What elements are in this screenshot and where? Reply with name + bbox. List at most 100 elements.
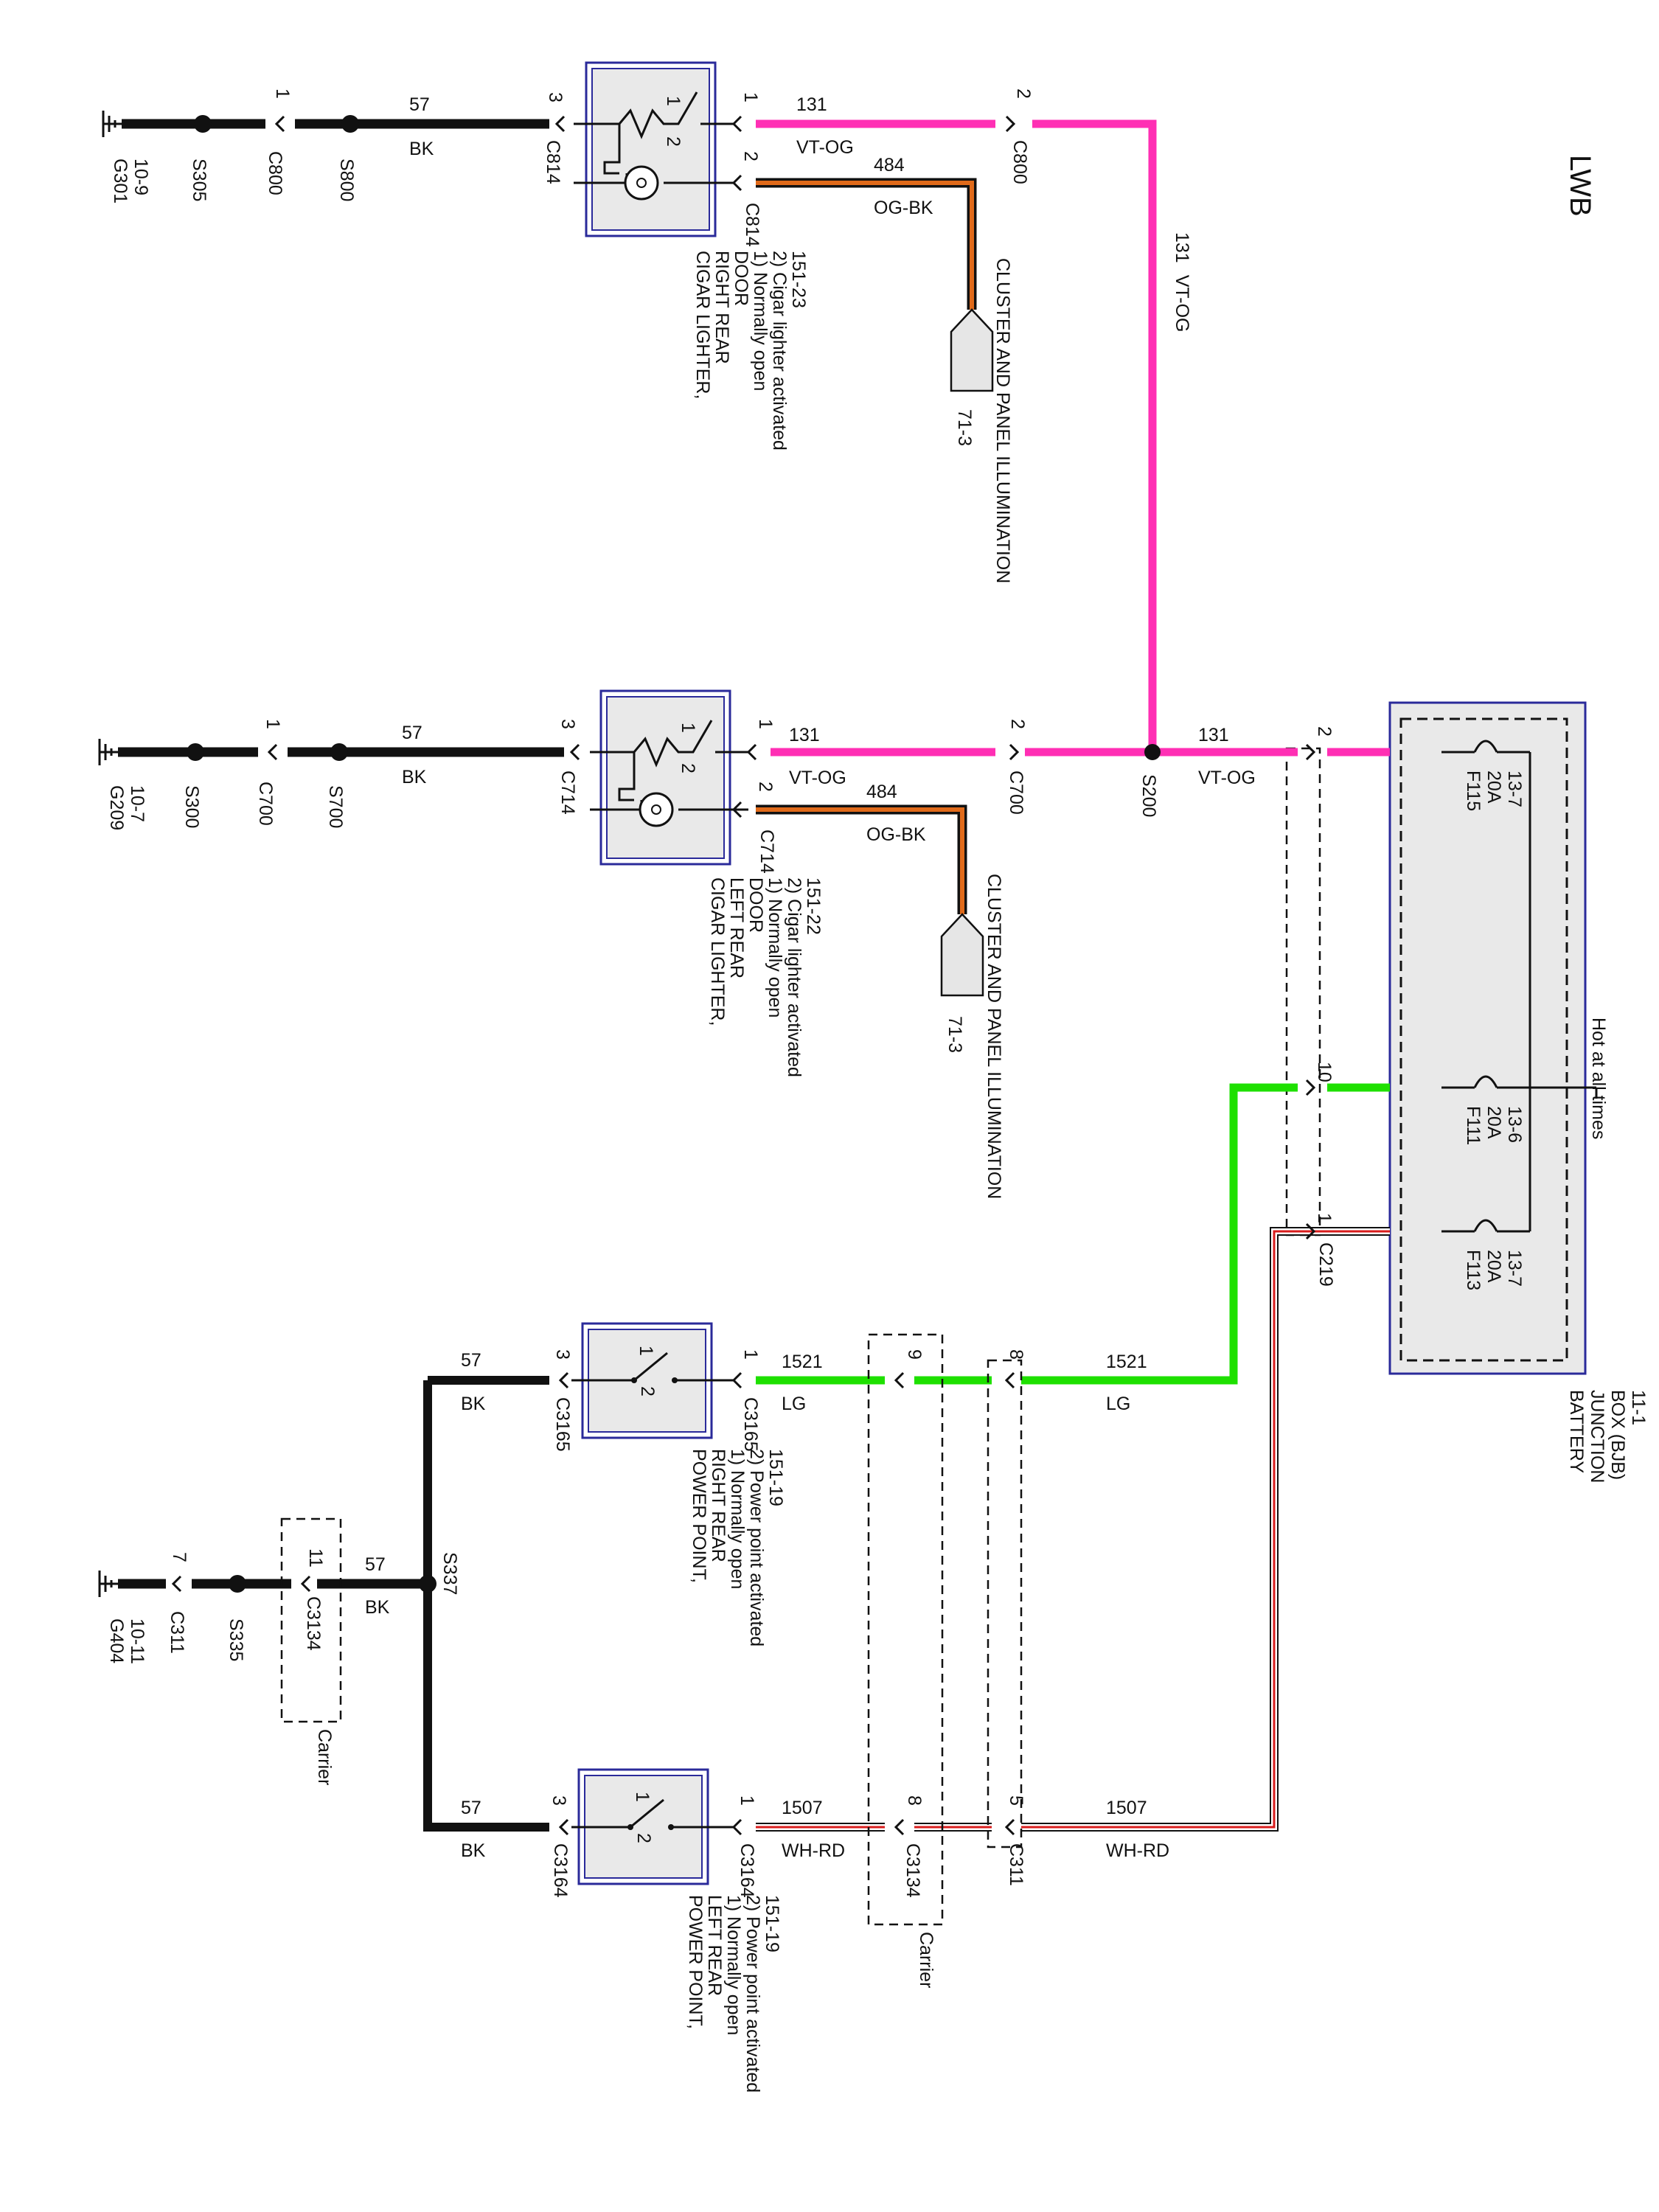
fuse-f115-id: F115 (1463, 771, 1484, 811)
connector-arrows-131 (731, 115, 1316, 761)
label-c800-left: C800 (265, 151, 285, 195)
label-g404: G40410-11 (106, 1618, 147, 1664)
cigar-lr-description: CIGAR LIGHTER, LEFT REAR DOOR 1) Normall… (707, 877, 824, 1082)
cluster-connector-upper (950, 308, 994, 392)
label-g301: G30110-9 (110, 159, 151, 204)
ground-symbol-g404 (98, 1571, 118, 1597)
fuse-f111-symbol (1441, 1075, 1515, 1089)
cigar-rr-switch-pin2: 2 (663, 136, 684, 147)
carrier-label-ground: Carrier (314, 1729, 335, 1785)
power-lr-switch-pin1: 1 (632, 1792, 653, 1802)
wire-131-num-a: 131 (796, 94, 827, 115)
label-s300: S300 (181, 785, 202, 828)
pin-c800-2: 2 (1013, 88, 1034, 99)
c219-pin-10: 10 (1314, 1062, 1335, 1082)
ground-symbol-g209 (98, 739, 118, 765)
power-rr-description: POWER POINT, RIGHT REAR 1) Normally open… (689, 1449, 786, 1652)
svg-text:F111 20A 13-6: F111 20A 13-6 (1463, 1106, 1525, 1150)
label-c714-left: C714 (557, 771, 578, 815)
pin-c800-1: 1 (272, 88, 293, 99)
label-s305: S305 (189, 159, 209, 201)
pin-c3165-1: 1 (740, 1349, 761, 1360)
wire-484-num-b: 484 (866, 782, 897, 802)
wire-484-color-b: OG-BK (866, 824, 926, 845)
label-c814-left: C814 (543, 140, 563, 184)
svg-text:F113 20A 13-7: F113 20A 13-7 (1463, 1250, 1525, 1295)
wire-131-vt-og (756, 119, 1390, 757)
cigar-lighter-left-rear (590, 689, 748, 866)
pin-c714-1: 1 (755, 719, 776, 729)
wire-484-num-a: 484 (874, 155, 905, 175)
splice-s800 (341, 115, 359, 133)
fuse-f113-id: F113 (1463, 1250, 1484, 1290)
pin-c3134-11: 11 (305, 1548, 326, 1568)
power-point-left-rear (571, 1768, 734, 1885)
pin-c714-2: 2 (755, 782, 776, 792)
splice-s335 (229, 1575, 246, 1593)
wire-1521-num-a: 1521 (782, 1352, 823, 1372)
wire-131-num-b: 131 (789, 725, 820, 745)
bjb-label-line2: JUNCTION (1587, 1390, 1607, 1483)
label-c814-right: C814 (742, 203, 762, 247)
cigar-lighter-right-rear (574, 61, 734, 237)
wire-1521-num-b: 1521 (1106, 1352, 1147, 1372)
pin-c311-7: 7 (169, 1552, 189, 1562)
fuse-f113-ref: 13-7 (1504, 1250, 1525, 1287)
cigar-rr-description: CIGAR LIGHTER, RIGHT REAR DOOR 1) Normal… (692, 251, 809, 456)
pin-c700-2: 2 (1007, 719, 1028, 729)
bjb-label-line4: 11-1 (1628, 1390, 1649, 1425)
cluster-connector-lower (940, 913, 984, 997)
svg-text:F115 20A 13-7: F115 20A 13-7 (1463, 771, 1525, 816)
wire-57-bk (118, 115, 580, 1836)
pin-c814-1: 1 (740, 92, 761, 102)
pin-c3164-3: 3 (549, 1795, 569, 1806)
splice-s337 (419, 1575, 437, 1593)
fuse-f111-ref: 13-6 (1504, 1106, 1525, 1143)
wire-57-color-d: BK (365, 1597, 390, 1618)
wire-57-color-a: BK (409, 139, 434, 159)
power-rr-switch-pin2: 2 (637, 1386, 658, 1397)
wire-131-color-b: VT-OG (789, 768, 846, 788)
label-c3165-right: C3165 (740, 1397, 761, 1452)
power-lr-description: POWER POINT, LEFT REAR 1) Normally open … (685, 1895, 782, 2098)
wire-1507-color-b: WH-RD (1106, 1840, 1169, 1861)
cigar-rr-switch-pin1: 1 (663, 96, 684, 106)
cluster-label-upper: CLUSTER AND PANEL ILLUMINATION (992, 258, 1013, 583)
splice-s305 (194, 115, 212, 133)
carrier-label-power: Carrier (916, 1932, 936, 1988)
pin-c814-2: 2 (740, 151, 761, 161)
label-c700-right: C700 (1006, 771, 1026, 815)
wire-57-num-d: 57 (365, 1554, 386, 1575)
label-c800-right: C800 (1009, 140, 1030, 184)
wire-57-num-b: 57 (402, 723, 422, 743)
wire-57-num-c: 57 (461, 1350, 481, 1371)
label-c3134-right: C3134 (902, 1843, 923, 1898)
label-c700-left: C700 (255, 782, 276, 826)
wire-131-vertical-label: 131VT-OG (1172, 232, 1192, 333)
ground-symbol-g301 (102, 111, 122, 137)
pin-c3165-3: 3 (552, 1349, 573, 1360)
fuse-f115-symbol (1441, 740, 1515, 754)
power-lr-switch-pin2: 2 (633, 1833, 654, 1843)
power-point-right-rear (571, 1322, 734, 1439)
wire-57-color-c: BK (461, 1394, 486, 1414)
label-s200: S200 (1138, 774, 1159, 817)
wire-57-color-e: BK (461, 1840, 486, 1861)
battery-junction-box: F115 20A 13-7 F111 20A 13-6 F113 20A 13-… (1285, 701, 1649, 1488)
svg-text:BATTERY JUNCTION B: BATTERY JUNCTION BOX (BJB) 11-1 (1566, 1390, 1649, 1488)
label-c3164-right: C3164 (737, 1843, 757, 1898)
wire-131-color-a: VT-OG (796, 137, 854, 158)
cigar-lr-switch-pin1: 1 (678, 723, 698, 733)
pin-c814-3: 3 (545, 92, 566, 102)
fuse-f115-rating: 20A (1484, 771, 1504, 804)
wire-57-num-a: 57 (409, 94, 430, 115)
wire-57-num-e: 57 (461, 1798, 481, 1818)
bjb-label-line3: BOX (BJB) (1607, 1390, 1628, 1480)
label-c3134-left: C3134 (303, 1596, 324, 1651)
wire-131-color-c: VT-OG (1198, 768, 1256, 788)
pin-c714-3: 3 (557, 719, 578, 729)
cluster-label-lower: CLUSTER AND PANEL ILLUMINATION (984, 874, 1004, 1199)
label-g209: G20910-7 (106, 785, 147, 830)
splice-s200 (1144, 744, 1161, 760)
pin-c3134-8: 8 (904, 1795, 925, 1806)
